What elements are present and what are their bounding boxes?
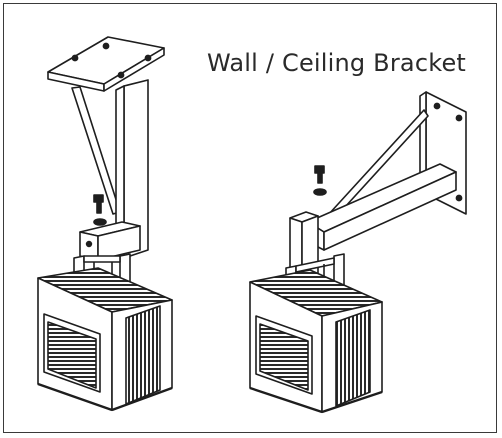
clamp-block — [79, 221, 141, 261]
screw-hole-icon — [433, 102, 441, 110]
bolt-icon — [93, 194, 107, 226]
screw-hole-icon — [455, 194, 463, 202]
ceiling-mount-heater — [37, 36, 173, 412]
bolt-icon — [313, 165, 327, 196]
screw-hole-icon — [102, 42, 110, 50]
wall-mount-heater — [249, 91, 467, 414]
heater-grille — [259, 323, 309, 391]
horizontal-arm — [307, 163, 457, 251]
screw-hole-icon — [71, 54, 79, 62]
ceiling-plate — [47, 36, 165, 92]
heater-grille — [47, 321, 97, 389]
heater-body — [37, 267, 173, 412]
screw-hole-icon — [144, 54, 152, 62]
screw-hole-icon — [455, 114, 463, 122]
vertical-post — [115, 79, 149, 259]
heater-body — [249, 269, 383, 414]
diagram-title: Wall / Ceiling Bracket — [207, 49, 467, 77]
screw-hole-icon — [117, 71, 125, 79]
